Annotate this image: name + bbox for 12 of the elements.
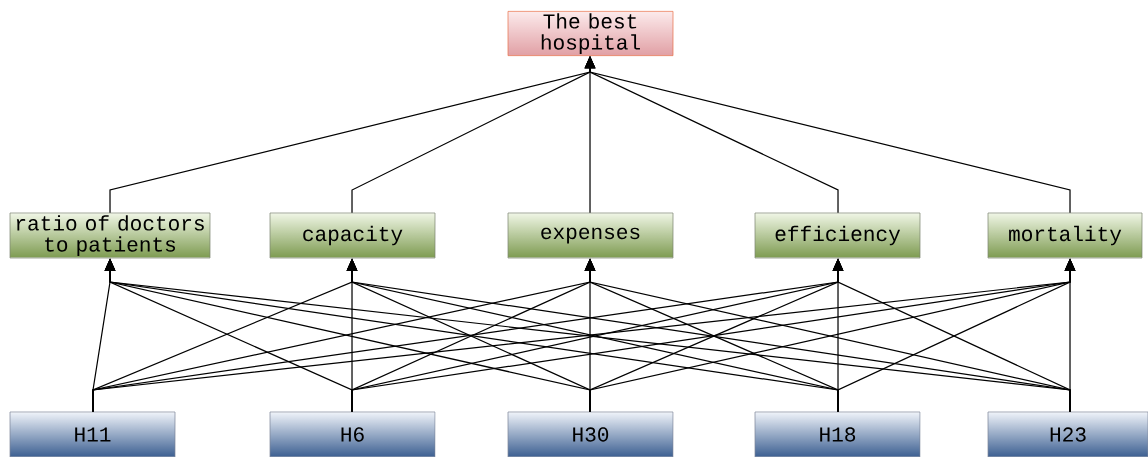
- criterion-box: efficiency: [754, 212, 921, 259]
- alternative-box: H23: [987, 411, 1148, 457]
- criterion-box: capacity: [269, 212, 436, 259]
- criterion-box: ratio of doctors to patients: [9, 212, 211, 259]
- alternative-box: H6: [269, 411, 436, 457]
- arrow: [584, 56, 1071, 214]
- alternative-box: H30: [507, 411, 674, 457]
- goal-box: The best hospital: [507, 11, 674, 56]
- alternative-box: H11: [9, 411, 176, 457]
- alternative-box: H18: [754, 411, 921, 457]
- criterion-box: expenses: [507, 212, 674, 259]
- criterion-box: mortality: [987, 212, 1143, 259]
